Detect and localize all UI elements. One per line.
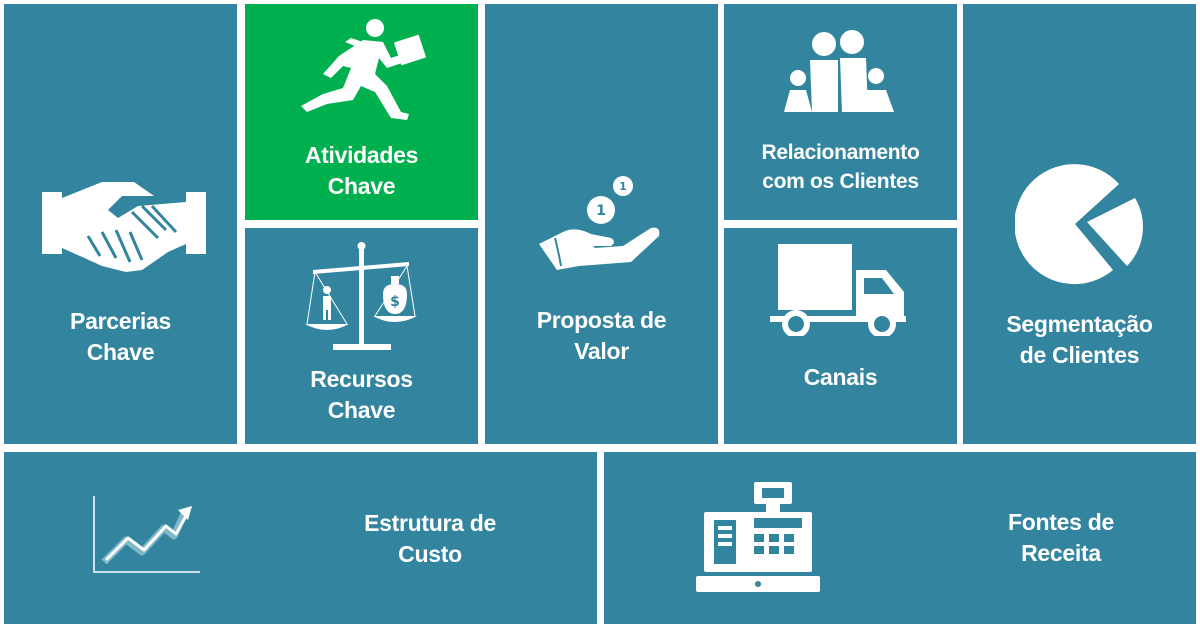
- tile-customer-relationships-label: Relacionamento com os Clientes: [761, 141, 920, 193]
- cash-register-icon: [696, 482, 820, 592]
- tile-revenue-streams[interactable]: Fontes de Receita: [604, 452, 1196, 624]
- pie-chart-icon: [1015, 164, 1143, 285]
- handshake-icon: [42, 182, 206, 272]
- tile-key-resources-label: Recursos Chave: [310, 366, 413, 423]
- tile-channels[interactable]: Canais: [724, 228, 957, 444]
- tile-value-proposition[interactable]: 1 1 Proposta de Valor: [485, 4, 718, 444]
- tile-key-activities[interactable]: Atividades Chave: [245, 4, 478, 220]
- tile-cost-structure[interactable]: Estrutura de Custo: [4, 452, 597, 624]
- svg-text:$: $: [390, 294, 400, 310]
- trend-chart-icon: [93, 496, 200, 573]
- tile-customer-segments[interactable]: Segmentação de Clientes: [963, 4, 1196, 444]
- tile-channels-label: Canais: [803, 364, 878, 390]
- tile-revenue-streams-label: Fontes de Receita: [1008, 509, 1114, 566]
- svg-text:1: 1: [619, 180, 627, 193]
- tile-cost-structure-label: Estrutura de Custo: [364, 510, 496, 567]
- tile-customer-segments-label: Segmentação de Clientes: [1006, 311, 1153, 368]
- delivery-truck-icon: [770, 244, 906, 336]
- tile-key-activities-label: Atividades Chave: [304, 142, 419, 199]
- svg-text:1: 1: [596, 203, 606, 219]
- balance-scale-icon: $: [305, 242, 417, 350]
- tile-customer-relationships[interactable]: Relacionamento com os Clientes: [724, 4, 957, 220]
- hand-coins-icon: 1 1: [539, 176, 660, 270]
- tile-value-proposition-label: Proposta de Valor: [536, 307, 667, 364]
- tile-key-partners-label: Parcerias Chave: [70, 308, 171, 365]
- tile-key-resources[interactable]: $ Recursos Chave: [245, 228, 478, 444]
- tile-key-partners[interactable]: Parcerias Chave: [4, 4, 237, 444]
- running-businessman-icon: [301, 19, 427, 120]
- family-icon: [784, 30, 894, 112]
